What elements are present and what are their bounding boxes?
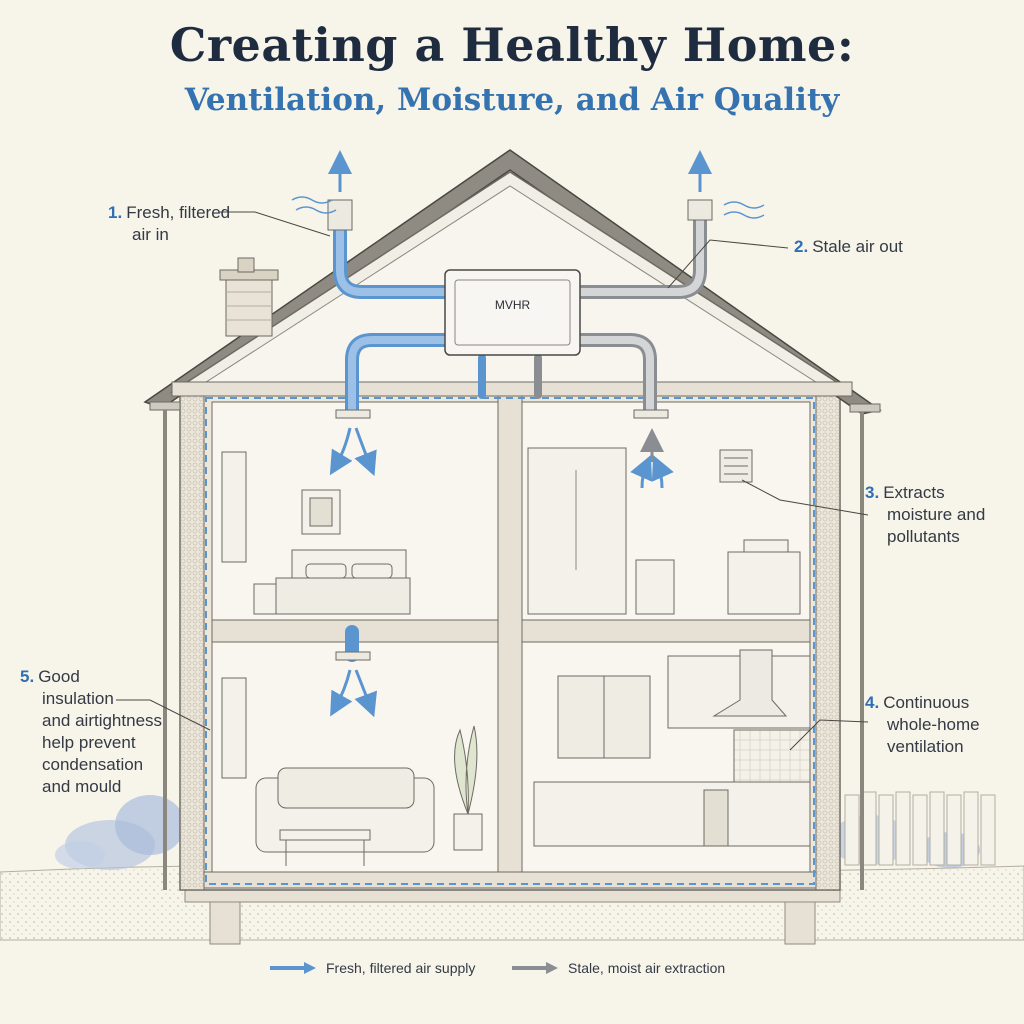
vent-caps <box>327 199 713 661</box>
chimney <box>219 257 279 337</box>
extract-ductwork <box>534 208 707 417</box>
page-title: Creating a Healthy Home: <box>169 18 855 72</box>
callout-stale-air-out: 2.Stale air out <box>794 237 903 256</box>
fence <box>844 791 996 866</box>
bathroom <box>527 447 801 615</box>
grey-arrow-icon <box>512 962 558 974</box>
callout-continuous-ventilation: 4.Continuous whole-home ventilation <box>865 693 980 756</box>
supply-ductwork <box>333 218 486 662</box>
blue-arrow-icon <box>270 962 316 974</box>
legend-supply: Fresh, filtered air supply <box>270 960 475 976</box>
callout-fresh-air-in: 1.Fresh, filtered air in <box>108 203 231 244</box>
airflow-arrows <box>291 150 765 718</box>
callout-leaders <box>116 211 869 751</box>
living-room <box>221 677 483 866</box>
mvhr-label: MVHR <box>494 298 531 312</box>
airtightness-membrane <box>205 397 815 885</box>
bushes-left <box>55 795 185 870</box>
bedroom <box>221 451 411 615</box>
callout-insulation-airtightness: 5.Good insulation and airtightness help … <box>20 667 163 796</box>
foundation <box>184 887 841 945</box>
mvhr-unit <box>444 269 581 356</box>
legend-extract: Stale, moist air extraction <box>512 960 725 976</box>
kitchen <box>533 649 811 847</box>
page-subtitle: Ventilation, Moisture, and Air Quality <box>184 82 840 118</box>
callout-extracts-moisture: 3.Extracts moisture and pollutants <box>865 483 986 546</box>
